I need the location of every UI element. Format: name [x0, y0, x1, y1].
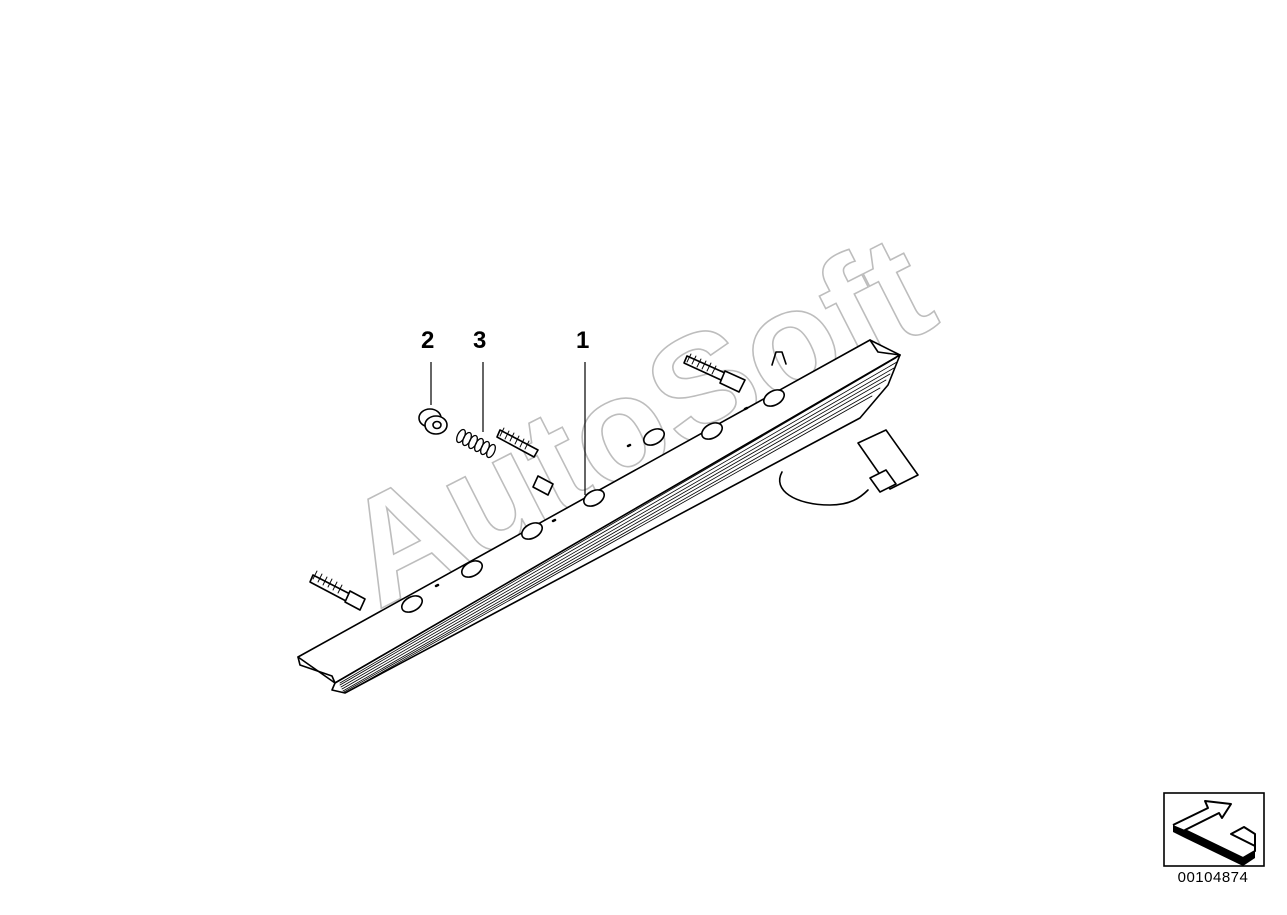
- lens-ribs: [339, 357, 898, 694]
- lamp-right-end: [869, 339, 901, 356]
- callout-1: 1: [576, 327, 590, 354]
- stud-left: [309, 570, 366, 611]
- spring-part-3: [456, 428, 496, 459]
- connector-plug: [869, 469, 897, 493]
- diagram-number: 00104874: [1177, 869, 1249, 886]
- arrow-direction-icon: [1163, 792, 1265, 867]
- stud-right: [683, 353, 746, 393]
- cable: [778, 471, 869, 506]
- callout-3: 3: [473, 327, 487, 354]
- mounting-holes: [400, 389, 786, 613]
- stud-middle: [496, 427, 554, 496]
- callout-2: 2: [421, 327, 435, 354]
- watermark-text: AutoSoft: [316, 201, 956, 638]
- top-bracket: [771, 351, 787, 366]
- grommet-part-2: [418, 408, 448, 435]
- leader-lines: [430, 362, 586, 495]
- small-marks: [434, 406, 749, 588]
- brake-light-assembly: [297, 339, 919, 694]
- lamp-left-end: [297, 656, 336, 684]
